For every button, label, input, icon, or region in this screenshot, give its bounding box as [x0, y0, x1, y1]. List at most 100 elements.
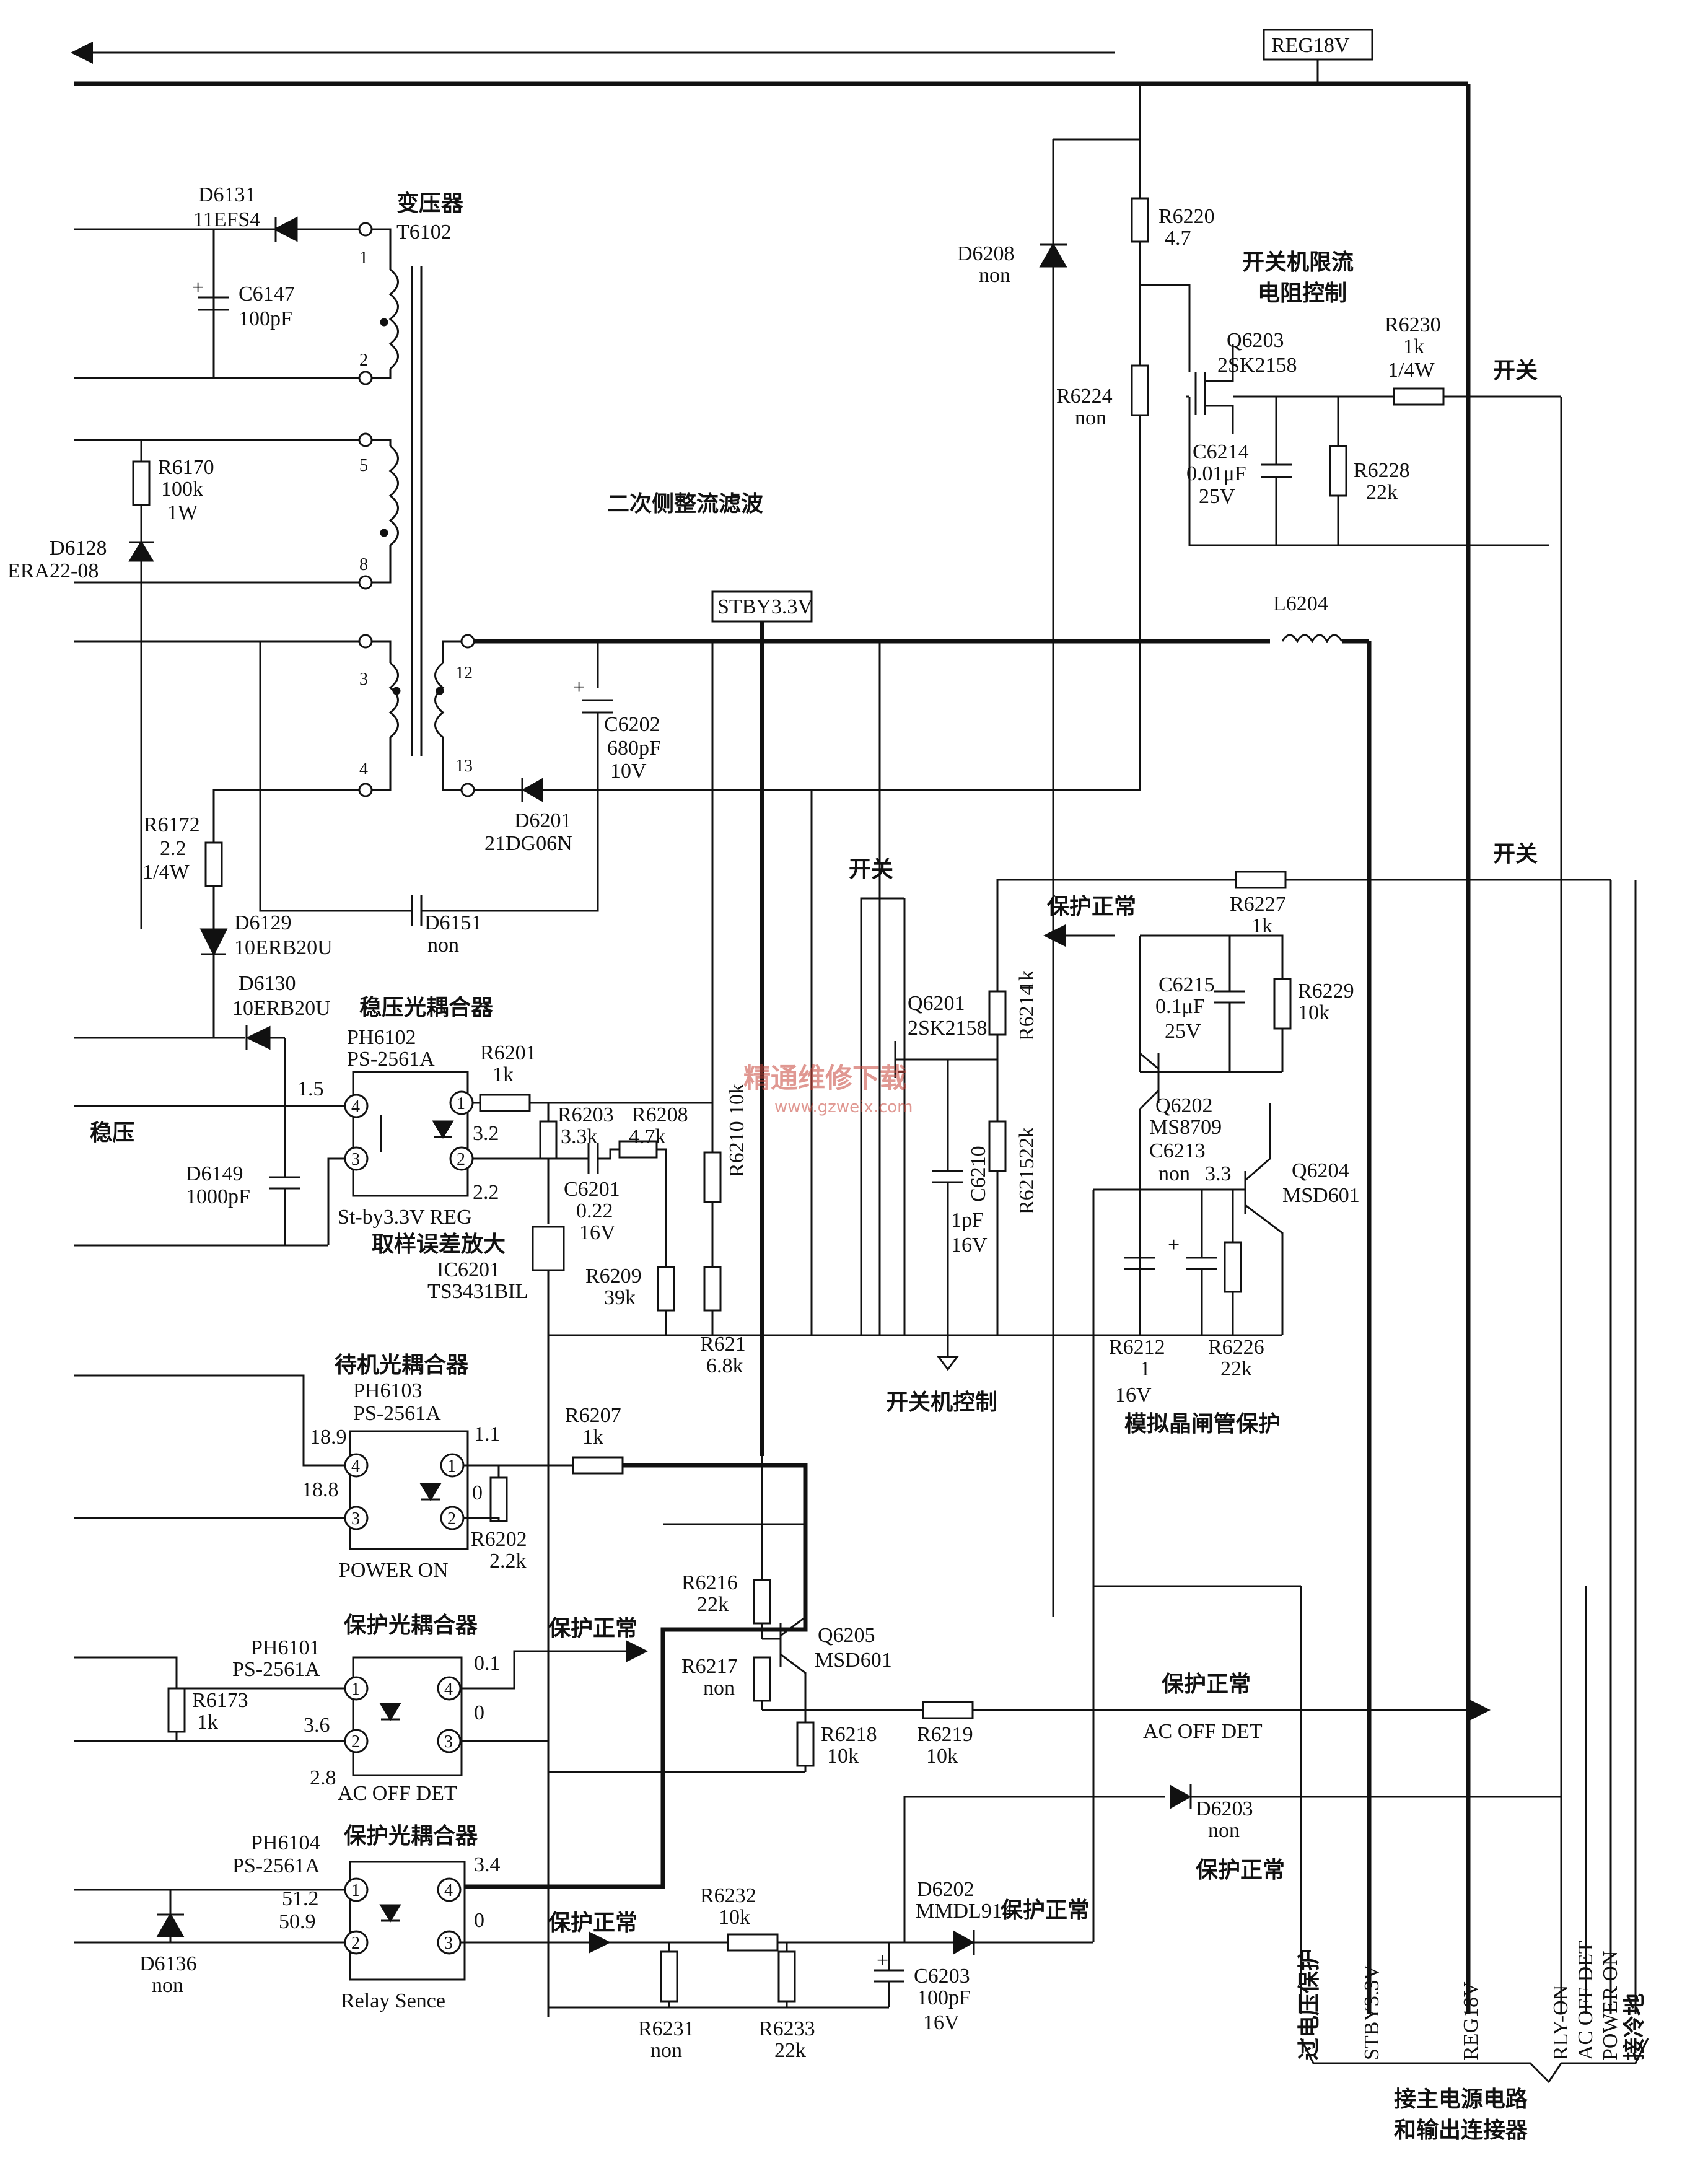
svg-text:1k: 1k [197, 1711, 218, 1734]
svg-text:R6210: R6210 [725, 1121, 748, 1177]
svg-text:3.3k: 3.3k [561, 1125, 598, 1148]
svg-text:C6147: C6147 [239, 283, 295, 305]
svg-text:R6224: R6224 [1056, 385, 1113, 408]
svg-text:Q6203: Q6203 [1227, 329, 1284, 352]
svg-text:过电压保护: 过电压保护 [1297, 1949, 1322, 2060]
svg-text:1: 1 [351, 1680, 360, 1699]
stby33v-label: STBY3.3V [717, 595, 813, 618]
svg-text:5: 5 [359, 456, 368, 475]
reg-loop: R6201 1k R6203 3.3k R6208 4.7k C6201 0.2… [427, 1042, 1282, 1377]
d6131: D6131 11EFS4 [193, 183, 298, 242]
svg-text:non: non [979, 264, 1010, 287]
svg-text:C6215: C6215 [1158, 973, 1215, 996]
svg-text:11EFS4: 11EFS4 [193, 208, 260, 231]
svg-text:保护正常: 保护正常 [548, 1910, 637, 1936]
svg-text:3: 3 [351, 1509, 360, 1529]
svg-text:D6149: D6149 [186, 1162, 243, 1185]
svg-text:4: 4 [351, 1097, 360, 1117]
svg-text:PH6101: PH6101 [251, 1636, 320, 1659]
stby33v-net: STBY3.3V [711, 590, 881, 1456]
svg-text:10k: 10k [926, 1745, 958, 1768]
svg-text:POWER ON: POWER ON [1599, 1950, 1622, 2060]
svg-text:2.2k: 2.2k [489, 1550, 527, 1573]
svg-text:二次侧整流滤波: 二次侧整流滤波 [607, 491, 763, 517]
svg-text:2: 2 [457, 1150, 465, 1169]
svg-text:12: 12 [455, 664, 473, 683]
svg-text:10k: 10k [725, 1084, 748, 1115]
svg-text:Relay Sence: Relay Sence [341, 1990, 445, 2012]
svg-text:开关: 开关 [1493, 841, 1538, 867]
svg-text:non: non [650, 2039, 682, 2062]
svg-text:MS8709: MS8709 [1149, 1116, 1222, 1139]
svg-text:R6214: R6214 [1015, 985, 1038, 1041]
thyristor-block: 开关 R6227 1k 保护正常 C6215 0.1μF 25V R6229 1… [996, 841, 1612, 2014]
svg-text:10k: 10k [827, 1745, 859, 1768]
svg-text:1k: 1k [1403, 335, 1424, 358]
svg-text:POWER ON: POWER ON [339, 1559, 449, 1582]
svg-text:0: 0 [472, 1481, 483, 1504]
svg-text:开关机控制: 开关机控制 [886, 1390, 997, 1415]
svg-text:R6215: R6215 [1015, 1158, 1038, 1214]
svg-text:R6229: R6229 [1298, 980, 1354, 1002]
svg-text:D6131: D6131 [198, 183, 256, 206]
r6170: R6170 100k 1W [132, 456, 214, 524]
svg-text:MMDL914: MMDL914 [916, 1900, 1013, 1923]
svg-text:Q6202: Q6202 [1155, 1094, 1213, 1117]
svg-text:待机光耦合器: 待机光耦合器 [335, 1353, 469, 1378]
svg-text:R6208: R6208 [632, 1103, 688, 1126]
svg-text:13: 13 [455, 757, 473, 776]
svg-text:2: 2 [351, 1732, 360, 1752]
output-connector: 过电压保护 STBY3.3V REG18V RLY-ON AC OFF DET … [1297, 880, 1649, 2143]
svg-text:L6204: L6204 [1273, 592, 1328, 615]
svg-text:10ERB20U: 10ERB20U [234, 936, 333, 959]
svg-text:25V: 25V [1199, 485, 1235, 508]
svg-text:T6102: T6102 [396, 221, 452, 243]
svg-text:保护正常: 保护正常 [548, 1616, 637, 1641]
svg-text:R6226: R6226 [1208, 1336, 1264, 1359]
svg-text:22k: 22k [697, 1593, 729, 1616]
svg-text:100pF: 100pF [239, 307, 292, 330]
svg-text:保护光耦合器: 保护光耦合器 [344, 1823, 478, 1849]
svg-text:non: non [1158, 1162, 1190, 1185]
svg-text:取样误差放大: 取样误差放大 [372, 1232, 506, 1257]
svg-text:TS3431BIL: TS3431BIL [427, 1280, 528, 1303]
svg-text:1/4W: 1/4W [142, 861, 190, 884]
svg-text:1k: 1k [1015, 970, 1038, 991]
svg-text:4.7k: 4.7k [629, 1125, 666, 1148]
svg-text:保护正常: 保护正常 [1001, 1898, 1090, 1923]
svg-text:16V: 16V [951, 1234, 988, 1257]
svg-text:3: 3 [444, 1732, 453, 1752]
svg-text:100pF: 100pF [917, 1986, 971, 2009]
svg-text:R6231: R6231 [638, 2017, 694, 2040]
svg-text:稳压: 稳压 [90, 1120, 134, 1146]
svg-text:MSD601: MSD601 [1282, 1184, 1360, 1207]
svg-text:R6216: R6216 [681, 1571, 738, 1594]
svg-text:稳压光耦合器: 稳压光耦合器 [359, 995, 494, 1020]
svg-text:ERA22-08: ERA22-08 [7, 559, 99, 582]
svg-text:D6202: D6202 [917, 1878, 974, 1901]
svg-text:PS-2561A: PS-2561A [353, 1402, 441, 1425]
svg-text:D6208: D6208 [957, 242, 1015, 265]
svg-text:4: 4 [359, 760, 368, 779]
svg-text:精通维修下载: 精通维修下载 [743, 1063, 907, 1094]
svg-text:16V: 16V [579, 1221, 616, 1244]
svg-text:C6210: C6210 [967, 1146, 990, 1202]
svg-text:PH6103: PH6103 [353, 1379, 422, 1402]
svg-text:R6230: R6230 [1385, 314, 1441, 336]
svg-text:R6217: R6217 [681, 1655, 738, 1678]
svg-text:D6201: D6201 [514, 809, 572, 832]
svg-text:+: + [877, 1949, 888, 1972]
svg-text:R6201: R6201 [480, 1042, 536, 1064]
svg-text:R6228: R6228 [1354, 459, 1410, 482]
svg-text:开关机限流: 开关机限流 [1242, 250, 1354, 275]
svg-text:STBY3.3V: STBY3.3V [1360, 1965, 1383, 2060]
svg-text:1000pF: 1000pF [186, 1185, 250, 1208]
svg-text:2.8: 2.8 [310, 1766, 336, 1789]
svg-text:22k: 22k [1220, 1358, 1252, 1380]
svg-text:MSD601: MSD601 [815, 1649, 892, 1672]
svg-text:2: 2 [447, 1509, 456, 1529]
c6147: + C6147 100pF [192, 276, 295, 330]
d6151: D6151 non [259, 641, 599, 957]
svg-text:non: non [1208, 1819, 1240, 1842]
svg-text:3: 3 [359, 670, 368, 689]
